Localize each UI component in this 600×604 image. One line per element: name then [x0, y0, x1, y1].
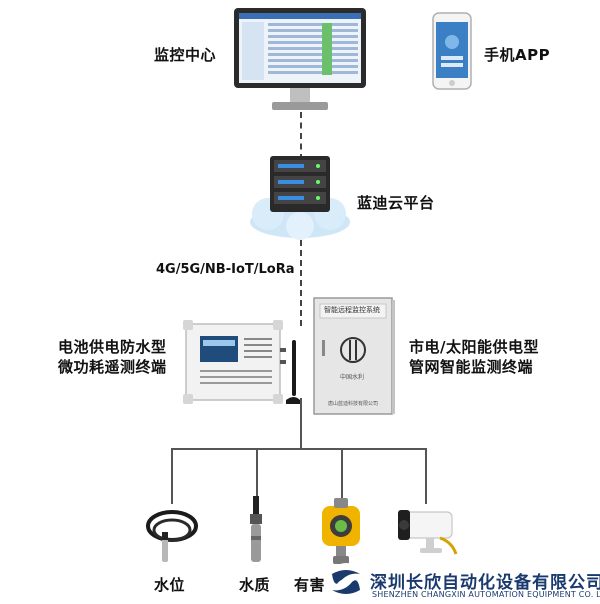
- gas-detector-icon: [322, 498, 360, 564]
- monitor-icon: [234, 8, 366, 110]
- drop-water-level: [171, 448, 173, 504]
- network-protocols-label: 4G/5G/NB-IoT/LoRa: [156, 262, 295, 277]
- cabinet-icon: [313, 297, 395, 415]
- company-name-en: SHENZHEN CHANGXIN AUTOMATION EQUIPMENT C…: [372, 590, 600, 599]
- cloud-platform-label: 蓝迪云平台: [357, 194, 435, 212]
- company-logo-icon: [327, 563, 365, 601]
- company-name-cn: 深圳长欣自动化设备有限公司: [370, 573, 600, 593]
- camera-icon: [398, 510, 458, 555]
- monitor-center-label: 监控中心: [154, 46, 217, 64]
- battery-terminal-icon: [183, 320, 300, 404]
- sensor-bus: [171, 448, 426, 450]
- drop-water-quality: [256, 448, 258, 498]
- drop-camera: [425, 448, 427, 504]
- battery-terminal-label-line2: 微功耗遥测终端: [58, 358, 167, 376]
- mains-terminal-label-line1: 市电/太阳能供电型: [409, 338, 539, 356]
- link-cloud-terminal: [300, 240, 302, 326]
- mains-terminal-label-line2: 管网智能监测终端: [409, 358, 534, 376]
- mobile-app-label: 手机APP: [484, 46, 551, 64]
- water-quality-probe-icon: [250, 496, 262, 562]
- battery-terminal-label-line1: 电池供电防水型: [58, 338, 167, 356]
- link-monitor-cloud: [300, 112, 302, 160]
- cabinet-subtitle: 中国水利: [339, 374, 364, 381]
- link-terminal-bus: [300, 398, 302, 448]
- cabinet-company: 唐山蓝迪科技有限公司: [327, 401, 378, 407]
- sensor-label-water-quality: 水质: [239, 576, 271, 594]
- cloud-server-icon: [250, 156, 350, 240]
- water-level-sensor-icon: [146, 510, 198, 562]
- sensor-label-gas: 有害: [294, 576, 326, 594]
- smartphone-icon: [432, 12, 472, 90]
- sensor-label-water-level: 水位: [154, 576, 186, 594]
- cabinet-title: 智能远程监控系统: [324, 306, 380, 314]
- drop-gas: [341, 448, 343, 498]
